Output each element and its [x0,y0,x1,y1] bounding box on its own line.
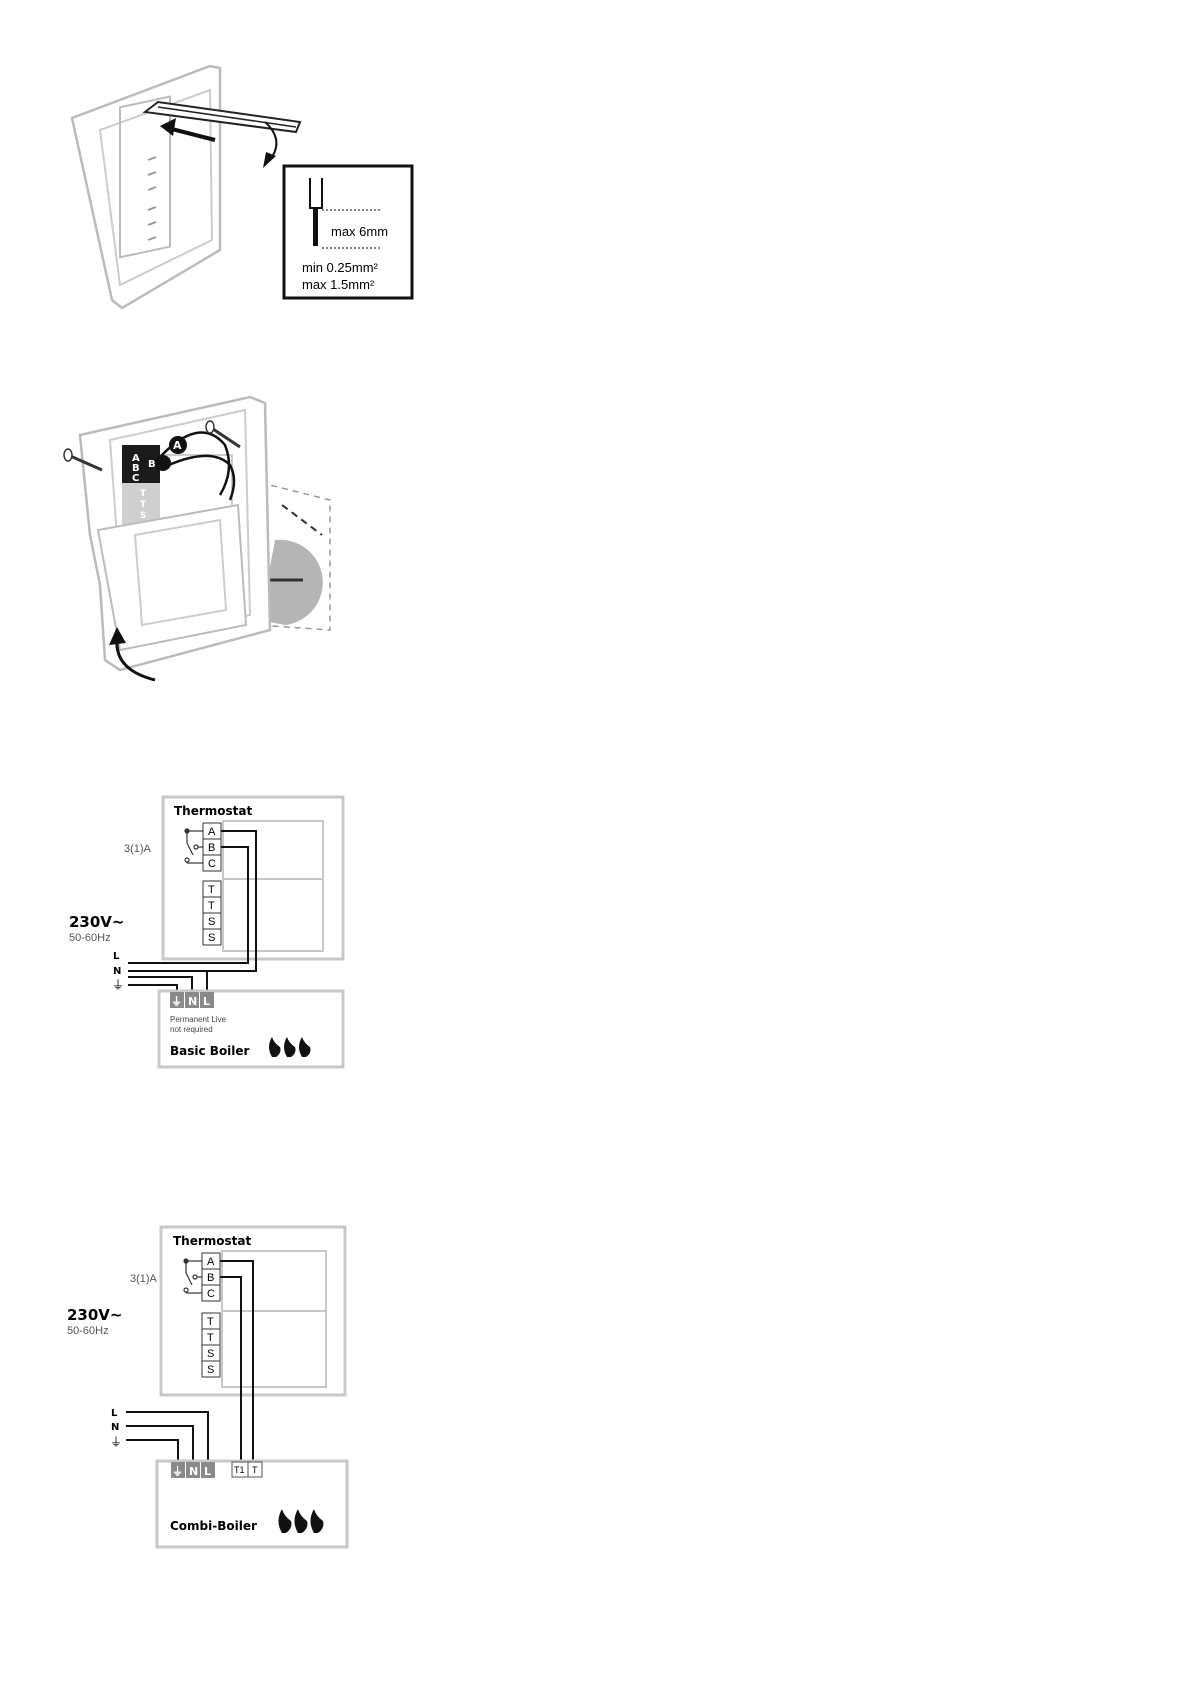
thermostat-title: Thermostat [174,804,253,818]
svg-text:S: S [207,1364,214,1376]
wiring [126,1261,253,1461]
svg-text:A: A [208,826,216,838]
diagram-basic-boiler: Thermostat A B C T T S S [60,785,360,1115]
supply-line-earth: ⏚ [110,1435,122,1449]
terminal-block-abc: A B C [203,823,221,871]
callout-b-label: B [148,459,156,470]
relay-switch-icon [184,1259,202,1293]
supply-line-l: L [111,1408,118,1419]
supply-line-earth: ⏚ [112,978,124,992]
svg-text:L: L [204,1465,211,1478]
callout-b [155,455,171,471]
svg-text:B: B [208,842,215,854]
wiring [128,831,256,991]
diagram-combi-boiler: Thermostat A B C T T S S [60,1215,360,1560]
figure-terminal-release: max 6mm min 0.25mm² max 1.5mm² [60,60,460,335]
svg-text:T: T [207,1332,214,1344]
boiler-note-line1: Permanent Live [170,1015,227,1024]
diagram-basic-boiler-drawing: Thermostat A B C T T S S [60,785,360,1115]
boiler-name: Combi-Boiler [170,1519,257,1533]
cross-section-min-label: min 0.25mm² [302,260,379,275]
svg-text:⏚: ⏚ [172,1465,183,1478]
flame-icon [279,1509,324,1533]
wire-strip-spec-box: max 6mm min 0.25mm² max 1.5mm² [284,166,412,298]
svg-text:C: C [207,1288,215,1300]
terminal-label-t2: T [140,500,147,510]
svg-text:B: B [207,1272,214,1284]
supply-frequency: 50-60Hz [67,1325,109,1337]
relay-rating: 3(1)A [130,1273,158,1285]
supply-line-n: N [113,966,121,977]
relay-rating: 3(1)A [124,843,152,855]
strip-length-label: max 6mm [331,224,388,239]
cross-section-max-label: max 1.5mm² [302,277,375,292]
diagram-combi-boiler-drawing: Thermostat A B C T T S S [60,1215,360,1560]
boiler-terminals: ⏚ N L [171,1462,215,1478]
relay-switch-icon [185,829,203,863]
push-arrow-icon [160,118,215,140]
svg-text:S: S [208,916,215,928]
terminal-label-c: C [132,473,139,484]
supply-voltage: 230V~ [69,913,125,931]
terminal-block-abc: A B C [202,1253,220,1301]
flame-icon [269,1037,311,1057]
thermostat-title: Thermostat [173,1234,252,1248]
svg-text:T1: T1 [234,1465,245,1475]
svg-text:S: S [207,1348,214,1360]
supply-line-l: L [113,951,120,962]
supply-voltage: 230V~ [67,1306,123,1324]
svg-text:⏚: ⏚ [171,995,182,1008]
figure-terminal-release-drawing: max 6mm min 0.25mm² max 1.5mm² [60,60,460,335]
boiler-name: Basic Boiler [170,1044,250,1058]
svg-text:S: S [208,932,215,944]
callout-a-label: A [173,439,182,452]
boiler-note-line2: not required [170,1025,213,1034]
svg-text:T: T [208,884,215,896]
svg-text:N: N [189,1465,198,1478]
svg-text:N: N [188,995,197,1008]
terminal-label-s1: S [140,511,146,521]
terminal-label-t1: T [140,489,147,499]
supply-frequency: 50-60Hz [69,932,111,944]
svg-text:T: T [252,1465,258,1475]
svg-text:C: C [208,858,216,870]
figure-backplate-wiring-drawing: A B C T T S S A B [60,385,380,705]
terminal-slots [148,157,156,240]
boiler-terminals: ⏚ N L [170,992,214,1008]
terminal-block-ttss: T T S S [202,1313,220,1377]
boiler-control-terminals: T1 T [232,1462,262,1477]
figure-backplate-wiring: A B C T T S S A B [60,385,380,705]
svg-text:T: T [207,1316,214,1328]
supply-line-n: N [111,1422,119,1433]
svg-text:A: A [207,1256,215,1268]
terminal-block-ttss: T T S S [203,881,221,945]
svg-text:L: L [203,995,210,1008]
svg-text:T: T [208,900,215,912]
